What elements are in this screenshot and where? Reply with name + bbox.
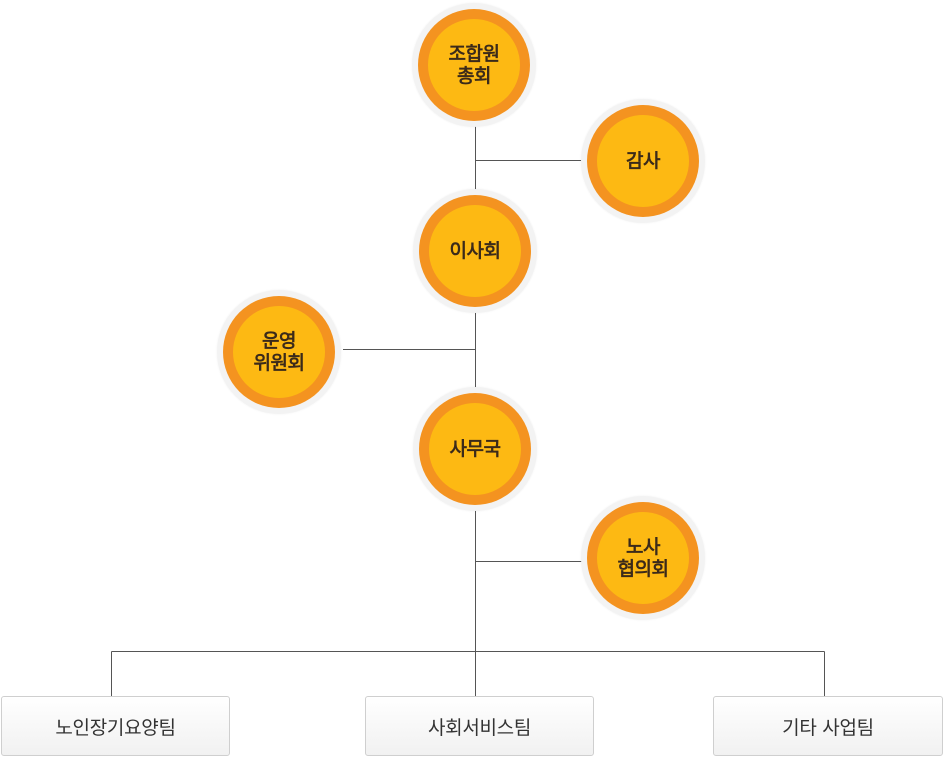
- node-general-assembly-label-2: 총회: [457, 65, 491, 87]
- team-box-other-business: 기타 사업팀: [713, 696, 943, 756]
- node-audit-label: 감사: [626, 150, 660, 172]
- node-steering-committee-label-1: 운영: [262, 330, 296, 352]
- node-board-label: 이사회: [449, 240, 501, 262]
- team-box-social-service: 사회서비스팀: [365, 696, 594, 756]
- node-audit: 감사: [581, 99, 705, 223]
- node-secretariat-label: 사무국: [449, 438, 501, 460]
- node-general-assembly: 조합원 총회: [412, 3, 536, 127]
- node-steering-committee-label-2: 위원회: [253, 352, 305, 374]
- node-labor-council-label-2: 협의회: [617, 558, 669, 580]
- node-labor-council-label-1: 노사: [626, 536, 660, 558]
- node-board: 이사회: [413, 189, 537, 313]
- node-secretariat: 사무국: [413, 387, 537, 511]
- node-steering-committee: 운영 위원회: [217, 290, 341, 414]
- team-label-elderly-care: 노인장기요양팀: [55, 716, 176, 739]
- team-label-other-business: 기타 사업팀: [782, 716, 874, 739]
- team-box-elderly-care: 노인장기요양팀: [1, 696, 230, 756]
- team-label-social-service: 사회서비스팀: [427, 716, 532, 739]
- node-general-assembly-label-1: 조합원: [448, 43, 500, 65]
- node-labor-council: 노사 협의회: [581, 496, 705, 620]
